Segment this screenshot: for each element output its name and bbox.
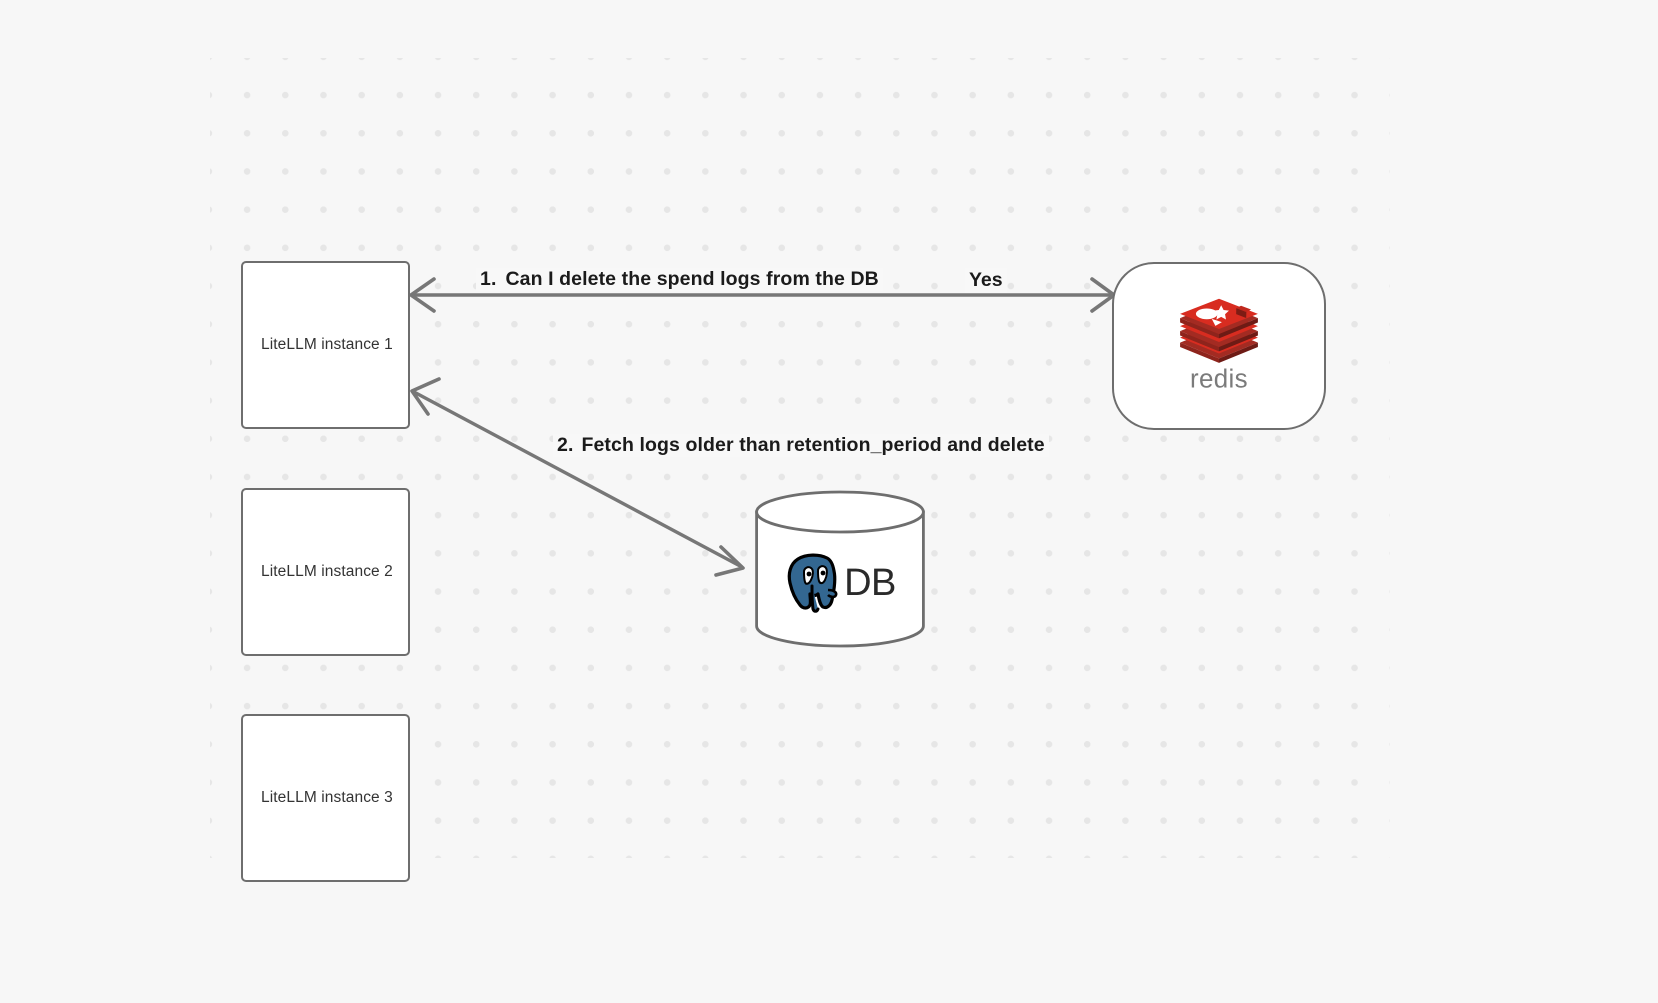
- node-litellm-instance-1[interactable]: LiteLLM instance 1: [241, 261, 410, 429]
- cylinder-shape: [755, 490, 925, 648]
- arrowhead-upleft-icon: [410, 377, 441, 416]
- database-label: DB: [844, 561, 896, 604]
- edge-1-reply-label: Yes: [965, 268, 1007, 293]
- postgresql-elephant-icon: [787, 553, 838, 613]
- redis-logo-icon: redis: [1159, 298, 1279, 394]
- redis-stack-icon: [1180, 298, 1258, 363]
- edge-1-label-text: Can I delete the spend logs from the DB: [505, 268, 879, 290]
- node-database[interactable]: DB: [754, 490, 926, 648]
- edge-1-step-number: 1.: [480, 268, 497, 290]
- node-litellm-instance-2-label: LiteLLM instance 2: [261, 563, 393, 580]
- redis-wordmark: redis: [1190, 366, 1248, 394]
- node-litellm-instance-2[interactable]: LiteLLM instance 2: [241, 488, 410, 656]
- node-redis[interactable]: redis: [1112, 262, 1326, 430]
- node-litellm-instance-3[interactable]: LiteLLM instance 3: [241, 714, 410, 882]
- node-litellm-instance-3-label: LiteLLM instance 3: [261, 789, 393, 806]
- edge-1-label: 1. Can I delete the spend logs from the D…: [476, 268, 883, 292]
- arrowhead-left-icon: [409, 277, 436, 313]
- edge-2-label: 2. Fetch logs older than retention_period…: [553, 434, 1049, 458]
- node-litellm-instance-1-label: LiteLLM instance 1: [261, 336, 393, 353]
- arrowhead-right-icon: [1090, 277, 1116, 313]
- arrowhead-downright-icon: [714, 545, 745, 577]
- edge-2-step-number: 2.: [557, 434, 574, 456]
- edge-2-label-text: Fetch logs older than retention_period a…: [581, 434, 1045, 456]
- edge-2-db-litellm: [410, 377, 745, 577]
- database-logo-and-label: DB: [754, 490, 926, 648]
- svg-text:redis: redis: [1190, 366, 1248, 394]
